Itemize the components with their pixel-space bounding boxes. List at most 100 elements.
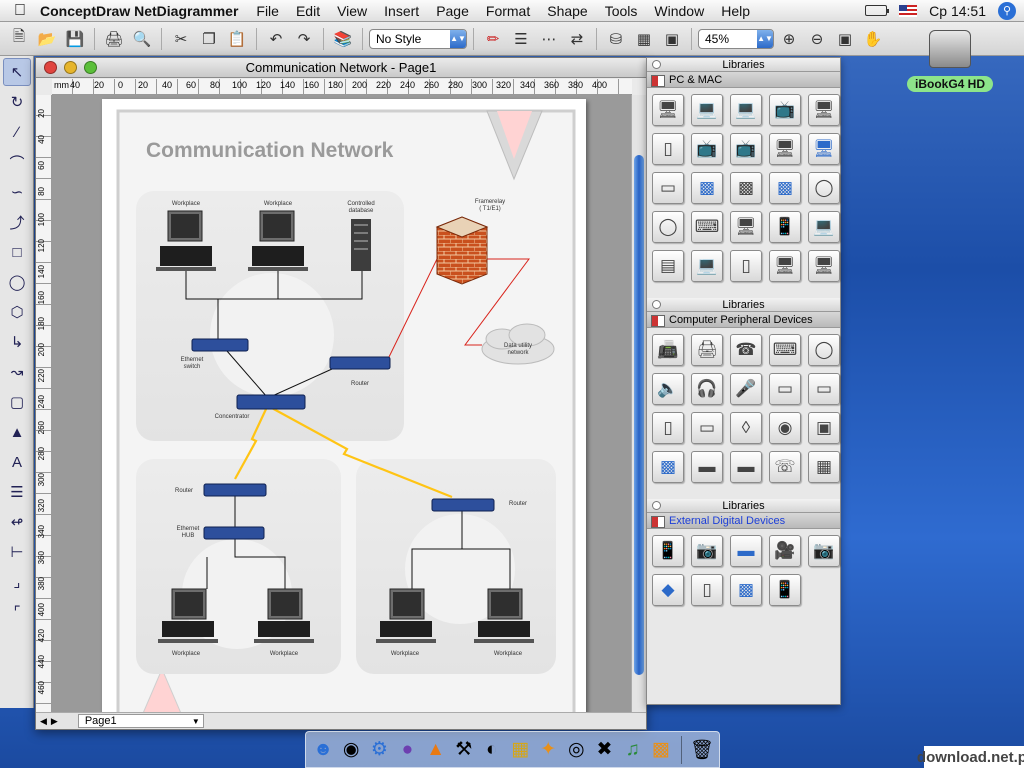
desktop-drive[interactable]: iBookG4 HD xyxy=(905,30,995,92)
fax-icon[interactable]: 📠 xyxy=(652,334,684,366)
concentrator-icon[interactable] xyxy=(236,394,306,410)
line-ends-icon[interactable]: ⇄ xyxy=(570,30,584,48)
line-tool-icon[interactable]: ∕ xyxy=(15,123,19,141)
print-preview-icon[interactable]: 🔍 xyxy=(132,30,152,48)
router-left-icon[interactable] xyxy=(203,483,267,497)
notebook-icon[interactable]: 💻 xyxy=(808,211,840,243)
usb-stick-icon[interactable]: ▬ xyxy=(730,535,762,567)
redo-icon[interactable]: ↷ xyxy=(297,30,311,48)
workstation-icon[interactable] xyxy=(248,210,308,271)
vlc-icon[interactable]: ▲ xyxy=(426,738,446,760)
card-reader-icon[interactable]: ◆ xyxy=(652,574,684,606)
power-mac-g4-icon[interactable]: ▩ xyxy=(730,172,762,204)
menu-window[interactable]: Window xyxy=(654,2,705,19)
library-title-peripherals[interactable]: Computer Peripheral Devices xyxy=(647,312,840,328)
vertical-scroll-thumb[interactable] xyxy=(634,155,644,675)
horizontal-ruler[interactable]: mm 40 20 0 20 40 60 80 100 120 140 160 1… xyxy=(52,79,632,95)
vertical-scrollbar[interactable] xyxy=(631,95,646,713)
projector-icon[interactable]: ▣ xyxy=(808,412,840,444)
drive-label[interactable]: iBookG4 HD xyxy=(906,76,993,92)
imac-g4-icon[interactable]: 🖥 xyxy=(769,133,801,165)
menu-page[interactable]: Page xyxy=(436,2,469,19)
battery-icon[interactable] xyxy=(865,5,890,16)
zoom-fit-icon[interactable]: ▣ xyxy=(837,30,853,48)
webcam-icon[interactable]: ◉ xyxy=(769,412,801,444)
tv-tuner-icon[interactable]: ▩ xyxy=(730,574,762,606)
laptop-open-icon[interactable]: 💻 xyxy=(730,94,762,126)
trash-icon[interactable]: 🗑 xyxy=(689,739,714,761)
menu-format[interactable]: Format xyxy=(485,2,531,19)
open-folder-icon[interactable]: 📂 xyxy=(37,30,57,48)
zoom-select[interactable]: 45% ▲▼ xyxy=(698,28,774,49)
mouse-icon[interactable]: ◯ xyxy=(808,334,840,366)
ethernet-hub-icon[interactable] xyxy=(203,526,265,540)
workstation-icon[interactable] xyxy=(376,588,436,643)
copy-icon[interactable]: ❐ xyxy=(202,30,216,48)
telephone-icon[interactable]: ☎ xyxy=(730,334,762,366)
stamp-tool-icon[interactable]: ▲ xyxy=(9,423,25,441)
smart-connector-icon[interactable]: ↝ xyxy=(10,364,24,381)
rotate-tool-icon[interactable]: ↻ xyxy=(10,94,24,111)
microphone-icon[interactable]: 🎤 xyxy=(730,373,762,405)
router-top-icon[interactable] xyxy=(329,356,391,370)
text-box-tool-icon[interactable]: ▢ xyxy=(9,394,25,411)
undo-icon[interactable]: ↶ xyxy=(269,30,283,48)
app-name-menu[interactable]: ConceptDraw NetDiagrammer xyxy=(40,2,239,19)
library-close-button[interactable] xyxy=(652,300,661,309)
drawing-canvas[interactable]: Communication Network xyxy=(52,95,632,713)
hard-drive-icon[interactable] xyxy=(929,30,971,68)
pda-device-icon[interactable]: 📱 xyxy=(769,574,801,606)
keyboard-icon[interactable]: ⌨ xyxy=(691,211,723,243)
rectangle-tool-icon[interactable]: □ xyxy=(12,243,22,261)
link-tool-icon[interactable]: ↫ xyxy=(10,514,24,531)
cd-drive-icon[interactable]: ▭ xyxy=(808,373,840,405)
note-tool-icon[interactable]: ☰ xyxy=(10,484,24,501)
menu-insert[interactable]: Insert xyxy=(384,2,420,19)
pda-icon[interactable]: 📱 xyxy=(769,211,801,243)
conceptdraw-icon[interactable]: ▩ xyxy=(651,739,670,760)
menu-shape[interactable]: Shape xyxy=(547,2,588,19)
vertical-ruler[interactable]: 20 40 60 80 100 120 140 160 180 200 220 … xyxy=(36,95,52,713)
workstation-icon[interactable] xyxy=(474,588,534,643)
server-box-icon[interactable]: ▤ xyxy=(652,250,684,282)
goldfish-icon[interactable]: ✦ xyxy=(540,739,557,760)
libraries-header[interactable]: Libraries xyxy=(647,499,840,513)
fill-pattern-icon[interactable]: ▦ xyxy=(636,30,652,48)
workstation-icon[interactable] xyxy=(158,588,218,643)
horizontal-scrollbar[interactable]: ◀ ▶ Page1 ▼ xyxy=(36,712,646,729)
scanner-flat-icon[interactable]: ▭ xyxy=(691,412,723,444)
x11-icon[interactable]: ✖ xyxy=(596,739,613,760)
library-close-button[interactable] xyxy=(652,501,661,510)
menu-edit[interactable]: Edit xyxy=(295,2,321,19)
desk-phone-icon[interactable]: ☏ xyxy=(769,451,801,483)
monitor-crt-icon[interactable]: 📺 xyxy=(769,94,801,126)
library-title-pc-mac[interactable]: PC & MAC xyxy=(647,72,840,88)
apple-icon[interactable]:  xyxy=(0,2,40,20)
firewall-icon[interactable] xyxy=(435,216,489,285)
zoom-button[interactable] xyxy=(84,61,97,74)
desktop-old-icon[interactable]: 🖥 xyxy=(769,250,801,282)
print-icon[interactable]: 🖨 xyxy=(104,30,124,48)
library-close-button[interactable] xyxy=(652,60,661,69)
mac-mini-icon[interactable]: ▭ xyxy=(652,172,684,204)
display-panel-icon[interactable]: ▩ xyxy=(652,451,684,483)
desktop-pc-icon[interactable]: 🖥 xyxy=(652,94,684,126)
close-button[interactable] xyxy=(44,61,57,74)
menu-view[interactable]: View xyxy=(337,2,368,19)
scroll-left-icon[interactable]: ◀ xyxy=(40,715,47,726)
new-document-icon[interactable]: 🗎 xyxy=(12,28,26,45)
scroll-right-icon[interactable]: ▶ xyxy=(50,715,58,726)
system-prefs-icon[interactable]: ● xyxy=(401,738,414,760)
tower-slim-icon[interactable]: ▯ xyxy=(730,250,762,282)
printer-inkjet-icon[interactable]: 🖨 xyxy=(691,334,723,366)
library-title-external-digital[interactable]: External Digital Devices xyxy=(647,513,840,529)
digital-camera-icon[interactable]: 📷 xyxy=(691,535,723,567)
line-color-icon[interactable]: ✏ xyxy=(486,30,500,48)
imac-lamp-icon[interactable]: 🖥 xyxy=(808,250,840,282)
monitor-flat-icon[interactable]: 🖥 xyxy=(808,94,840,126)
headphones-icon[interactable]: 🎧 xyxy=(691,373,723,405)
page-selector[interactable]: Page1 ▼ xyxy=(77,714,204,728)
orthogonal-connector-icon[interactable]: ⌟ xyxy=(13,574,21,591)
shadow-icon[interactable]: ▣ xyxy=(664,30,680,48)
chain-connector-icon[interactable]: ⌜ xyxy=(13,604,21,621)
